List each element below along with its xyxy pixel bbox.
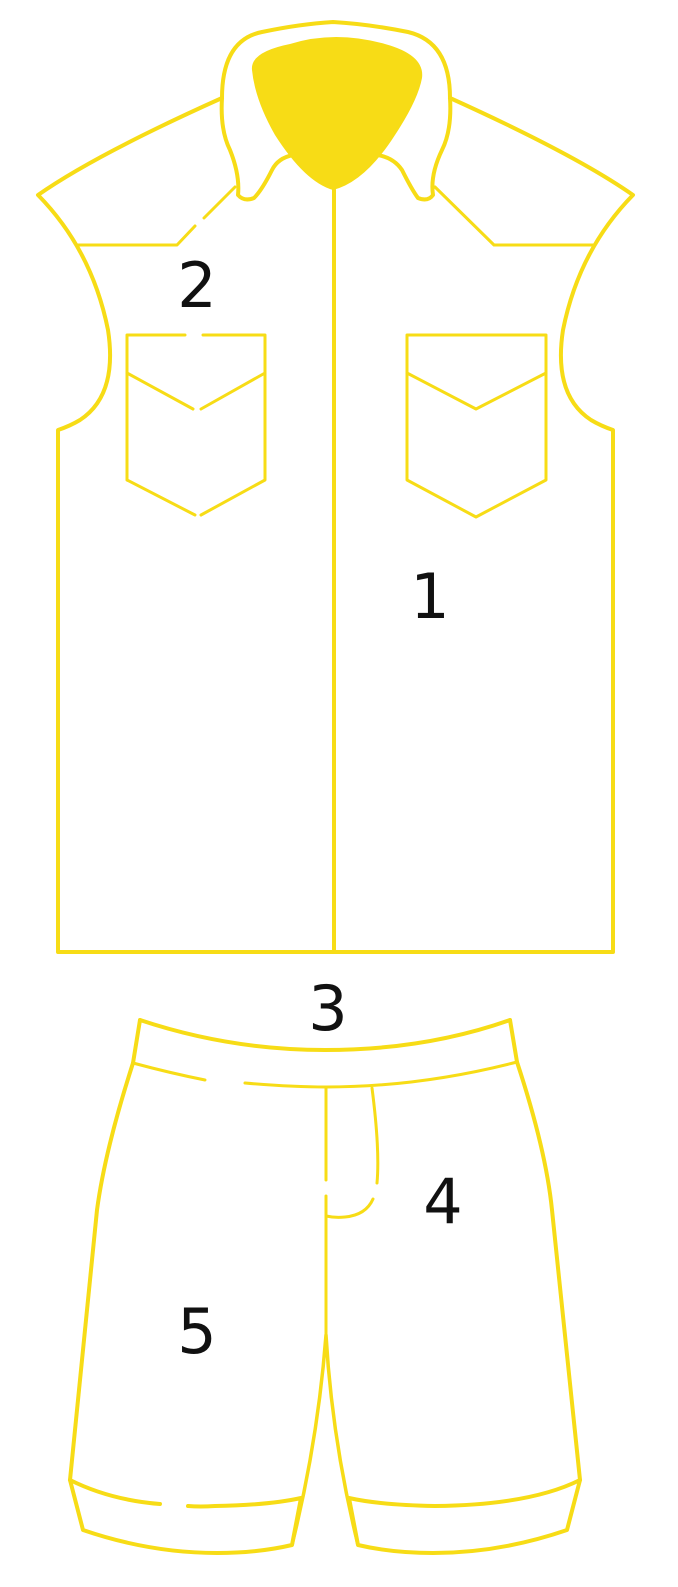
shorts <box>68 1018 582 1555</box>
shorts-waistband-top <box>138 1018 512 1052</box>
shirt-left-pocket-flap <box>125 371 267 411</box>
callout-2: 2 <box>177 249 216 322</box>
shorts-left-cuff <box>68 1478 303 1555</box>
shirt-left-side <box>36 96 336 954</box>
shirt-left-pocket <box>125 333 267 517</box>
shorts-right-outseam <box>515 1060 582 1482</box>
shorts-fly <box>324 1086 380 1219</box>
shorts-left-outseam <box>68 1061 135 1482</box>
shorts-inseam <box>290 1333 360 1547</box>
callout-1: 1 <box>410 560 449 633</box>
shorts-waistband-bottom <box>131 1060 519 1089</box>
shirt-neck-opening <box>251 37 423 190</box>
shorts-waistband-left <box>131 1018 142 1065</box>
shirt-left-yoke <box>76 185 237 247</box>
shirt-collar <box>220 20 453 202</box>
shirt-right-pocket-flap <box>405 371 548 411</box>
callout-5: 5 <box>177 1295 216 1368</box>
shirt-right-yoke <box>433 185 595 247</box>
callout-4: 4 <box>423 1165 462 1238</box>
shirt-right-pocket <box>405 333 548 519</box>
sleeveless-shirt <box>36 20 635 954</box>
shorts-right-cuff <box>347 1478 582 1555</box>
callout-3: 3 <box>308 972 347 1045</box>
shorts-waistband-right <box>508 1018 519 1064</box>
shirt-right-side <box>332 96 635 954</box>
shirt-collar-left <box>219 96 295 202</box>
